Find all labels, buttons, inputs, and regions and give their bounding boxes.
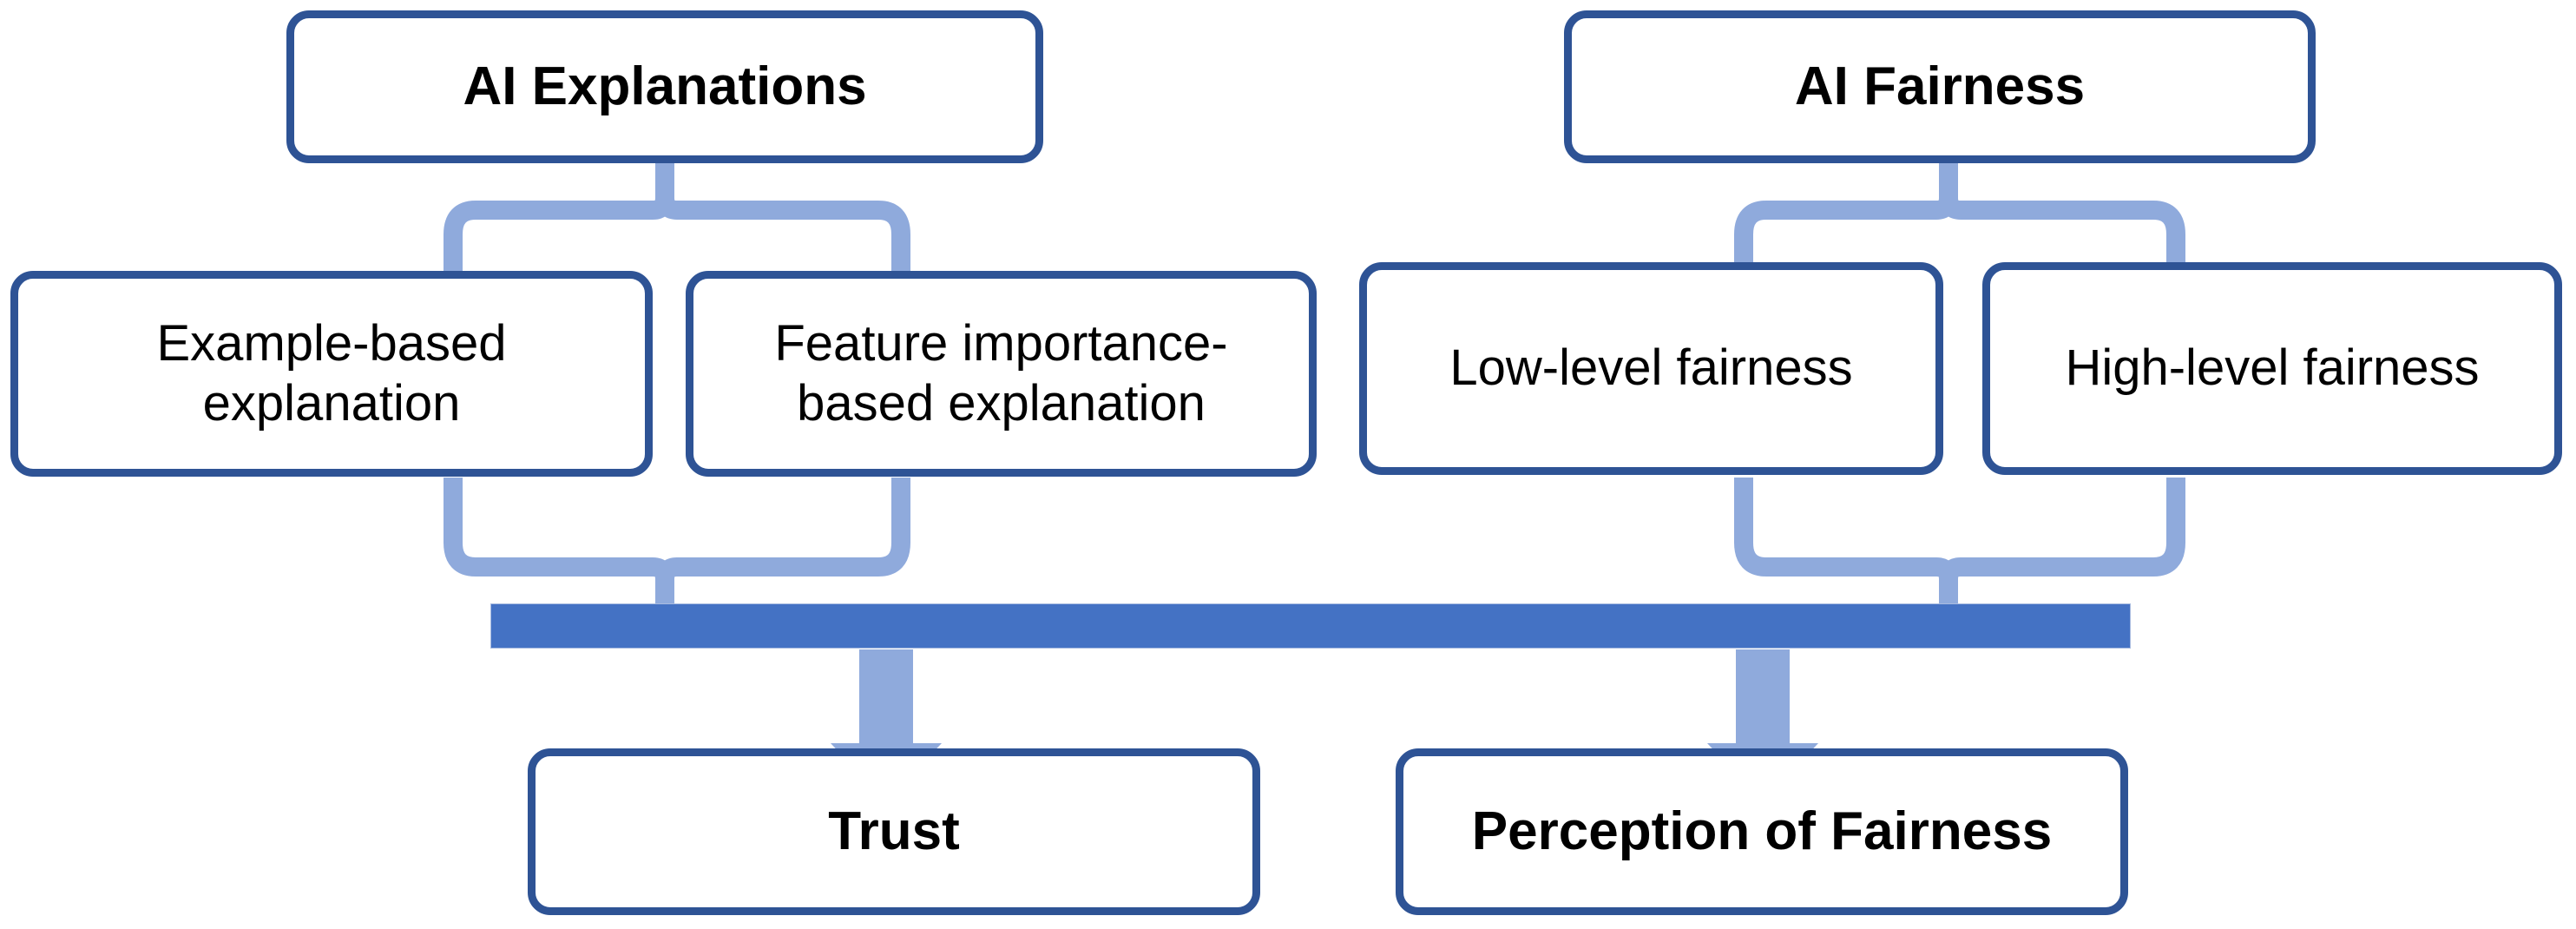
connector-bar xyxy=(490,603,2131,649)
node-trust[interactable]: Trust xyxy=(528,748,1260,915)
node-ai-explanations[interactable]: AI Explanations xyxy=(286,10,1043,163)
node-example-based-explanation-label: Example-based explanation xyxy=(156,315,507,432)
node-feature-importance-based-explanation-label: Feature importance-based explanation xyxy=(774,315,1228,432)
node-high-level-fairness[interactable]: High-level fairness xyxy=(1982,262,2562,475)
node-ai-fairness[interactable]: AI Fairness xyxy=(1564,10,2316,163)
node-ai-fairness-label: AI Fairness xyxy=(1794,56,2086,117)
node-ai-explanations-label: AI Explanations xyxy=(463,56,867,117)
node-low-level-fairness-label: Low-level fairness xyxy=(1449,339,1853,397)
node-perception-of-fairness[interactable]: Perception of Fairness xyxy=(1396,748,2128,915)
node-high-level-fairness-label: High-level fairness xyxy=(2065,339,2480,397)
brace-fairness-children-to-bar xyxy=(1734,478,2185,605)
brace-explanations-to-children xyxy=(444,158,910,271)
node-feature-importance-based-explanation[interactable]: Feature importance-based explanation xyxy=(686,271,1317,477)
node-perception-of-fairness-label: Perception of Fairness xyxy=(1471,801,2053,862)
brace-explanation-children-to-bar xyxy=(444,478,910,605)
node-example-based-explanation[interactable]: Example-based explanation xyxy=(10,271,653,477)
node-low-level-fairness[interactable]: Low-level fairness xyxy=(1359,262,1943,475)
brace-fairness-to-children xyxy=(1734,158,2185,271)
node-trust-label: Trust xyxy=(828,801,960,862)
